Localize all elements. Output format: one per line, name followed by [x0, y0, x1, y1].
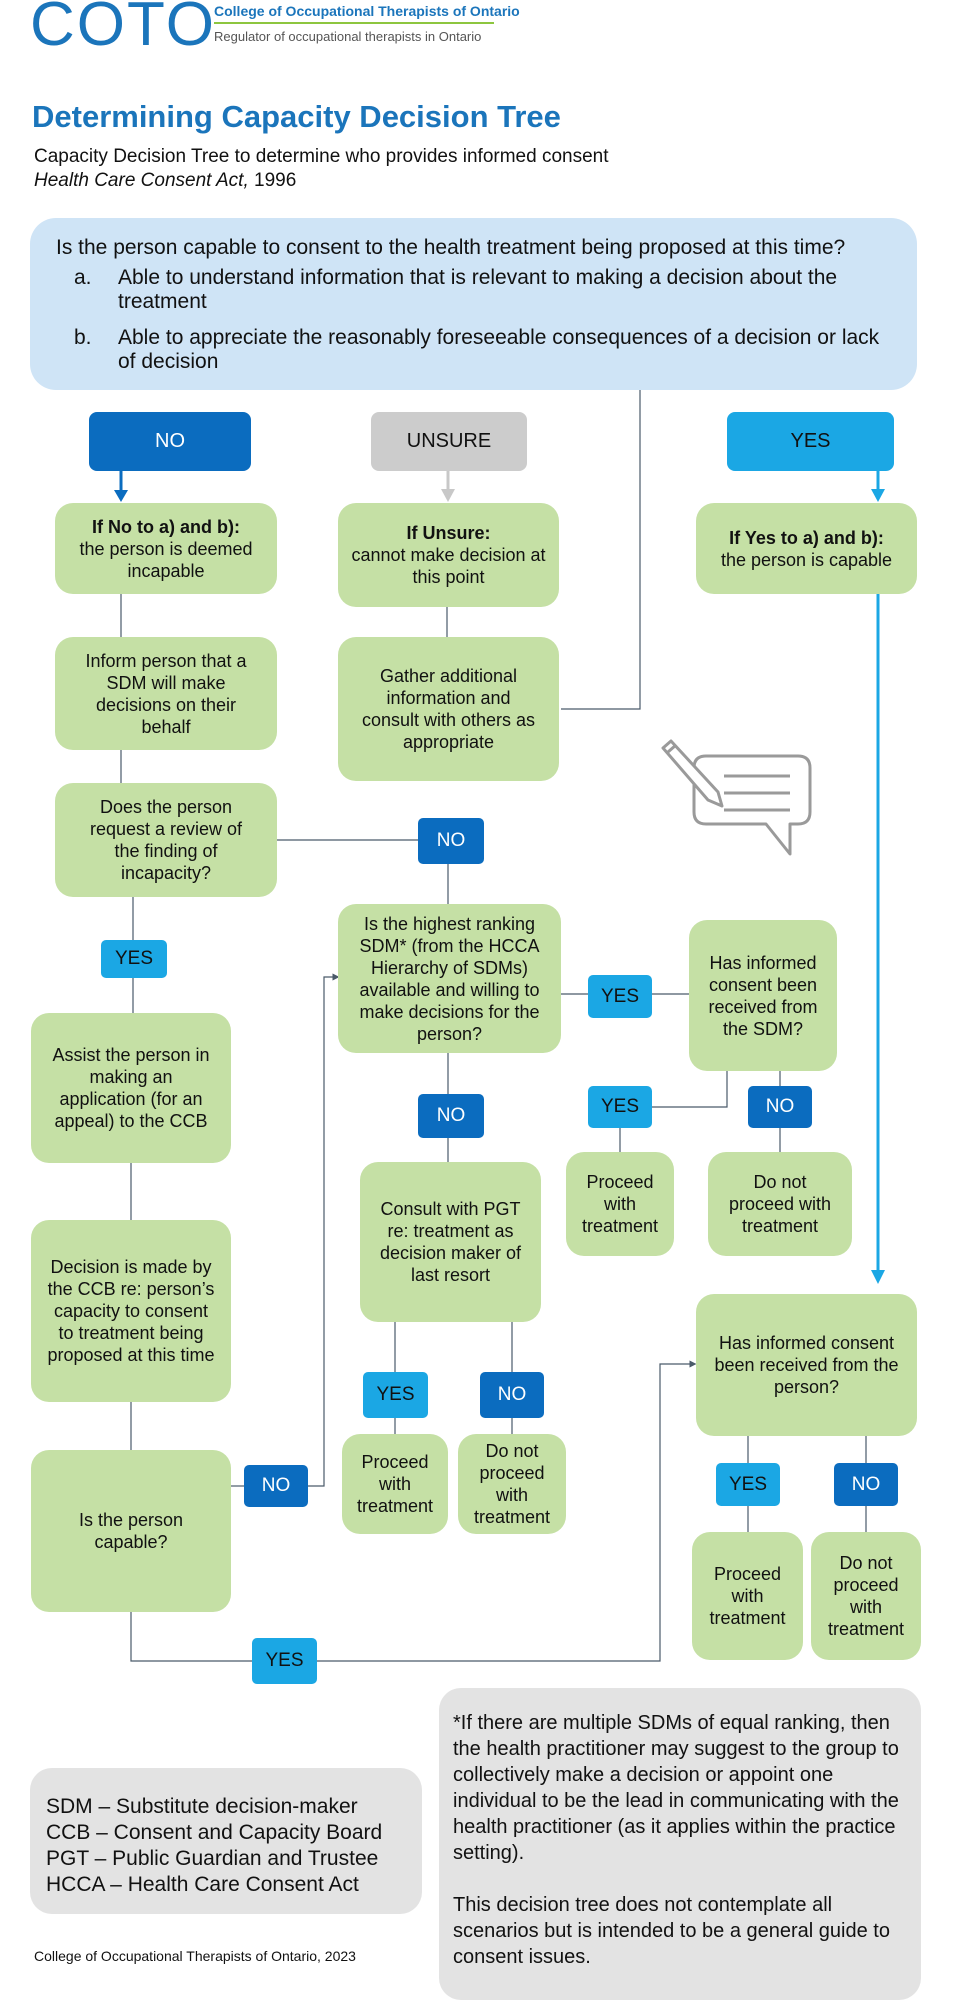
subtitle: Capacity Decision Tree to determine who …	[34, 146, 609, 167]
abbreviation-legend: SDM – Substitute decision-maker CCB – Co…	[30, 1768, 422, 1914]
legend-item: CCB – Consent and Capacity Board	[46, 1821, 383, 1844]
node-unsure-text: cannot make decision at this point	[351, 545, 546, 587]
tag-no-review: NO	[418, 818, 484, 864]
node-capable-text: the person is capable	[720, 549, 893, 570]
tag-yes-pgt: YES	[363, 1372, 428, 1418]
node-consult-pgt: Consult with PGT re: treatment as decisi…	[360, 1162, 541, 1322]
column-unsure-header: UNSURE	[371, 412, 527, 471]
column-yes-header: YES	[727, 412, 894, 471]
node-consent-person: Has informed consent been received from …	[696, 1294, 917, 1436]
org-name: College of Occupational Therapists of On…	[214, 3, 520, 19]
footer-credit: College of Occupational Therapists of On…	[34, 1948, 356, 1964]
node-deemed-incapable-heading: If No to a) and b):	[92, 516, 240, 537]
sdm-footnote-box: *If there are multiple SDMs of equal ran…	[439, 1688, 921, 2000]
tag-yes-review: YES	[101, 940, 167, 978]
node-proceed-person: Proceed with treatment	[692, 1532, 803, 1660]
note-pencil-icon	[661, 739, 812, 856]
subtitle-act: Health Care Consent Act, 1996	[34, 170, 296, 192]
scope-disclaimer: This decision tree does not contemplate …	[453, 1894, 890, 1968]
node-proceed-pgt: Proceed with treatment	[342, 1434, 448, 1534]
node-not-proceed-person: Do not proceed with treatment	[811, 1532, 921, 1660]
criterion-b-letter: b.	[74, 326, 92, 349]
legend-item: PGT – Public Guardian and Trustee	[46, 1847, 379, 1870]
sdm-footnote: *If there are multiple SDMs of equal ran…	[453, 1712, 899, 1864]
tag-no-sdm-available: NO	[418, 1094, 484, 1138]
criterion-a-letter: a.	[74, 266, 92, 289]
node-person-capable: Is the person capable?	[31, 1450, 231, 1612]
node-consent-sdm: Has informed consent been received from …	[689, 920, 837, 1071]
header-rule	[214, 22, 494, 24]
node-request-review: Does the person request a review of the …	[55, 783, 277, 897]
node-capable-heading: If Yes to a) and b):	[729, 527, 884, 548]
page-title: Determining Capacity Decision Tree	[32, 99, 561, 134]
tag-no-person-consent: NO	[834, 1463, 898, 1506]
node-unsure: If Unsure: cannot make decision at this …	[338, 503, 559, 607]
node-proceed-sdm: Proceed with treatment	[566, 1152, 674, 1256]
tag-yes-sdm-consent: YES	[588, 1086, 652, 1128]
column-no-header: NO	[89, 412, 251, 471]
node-assist-ccb: Assist the person in making an applicati…	[31, 1013, 231, 1163]
criterion-b-text: Able to appreciate the reasonably forese…	[118, 326, 880, 373]
node-highest-sdm: Is the highest ranking SDM* (from the HC…	[338, 904, 561, 1053]
legend-item: HCCA – Health Care Consent Act	[46, 1873, 359, 1896]
node-deemed-incapable-text: the person is deemed incapable	[79, 538, 253, 581]
tag-no-capable: NO	[244, 1465, 308, 1507]
node-deemed-incapable: If No to a) and b): the person is deemed…	[55, 503, 277, 594]
capacity-question: Is the person capable to consent to the …	[56, 236, 846, 259]
node-unsure-heading: If Unsure:	[406, 523, 491, 543]
node-not-proceed-pgt: Do not proceed with treatment	[458, 1434, 566, 1534]
legend-item: SDM – Substitute decision-maker	[46, 1795, 358, 1818]
act-year: 1996	[248, 170, 297, 191]
org-tagline: Regulator of occupational therapists in …	[214, 29, 482, 44]
tag-yes-capable: YES	[252, 1638, 317, 1684]
node-gather-info: Gather additional information and consul…	[338, 637, 559, 781]
node-capable: If Yes to a) and b): the person is capab…	[696, 503, 917, 594]
node-ccb-decision: Decision is made by the CCB re: person’s…	[31, 1220, 231, 1402]
coto-logo: COTO	[30, 0, 216, 59]
node-not-proceed-sdm: Do not proceed with treatment	[708, 1152, 852, 1256]
tag-yes-sdm-available: YES	[588, 975, 652, 1018]
tag-yes-person-consent: YES	[716, 1463, 780, 1506]
criterion-a: a. Able to understand information that i…	[74, 266, 884, 314]
tag-no-sdm-consent: NO	[748, 1086, 812, 1128]
criterion-b: b. Able to appreciate the reasonably for…	[74, 326, 884, 374]
node-inform-sdm: Inform person that a SDM will make decis…	[55, 637, 277, 750]
criterion-a-text: Able to understand information that is r…	[118, 266, 838, 313]
capacity-question-box: Is the person capable to consent to the …	[30, 218, 917, 390]
act-name: Health Care Consent Act,	[34, 170, 249, 191]
tag-no-pgt: NO	[480, 1372, 544, 1418]
